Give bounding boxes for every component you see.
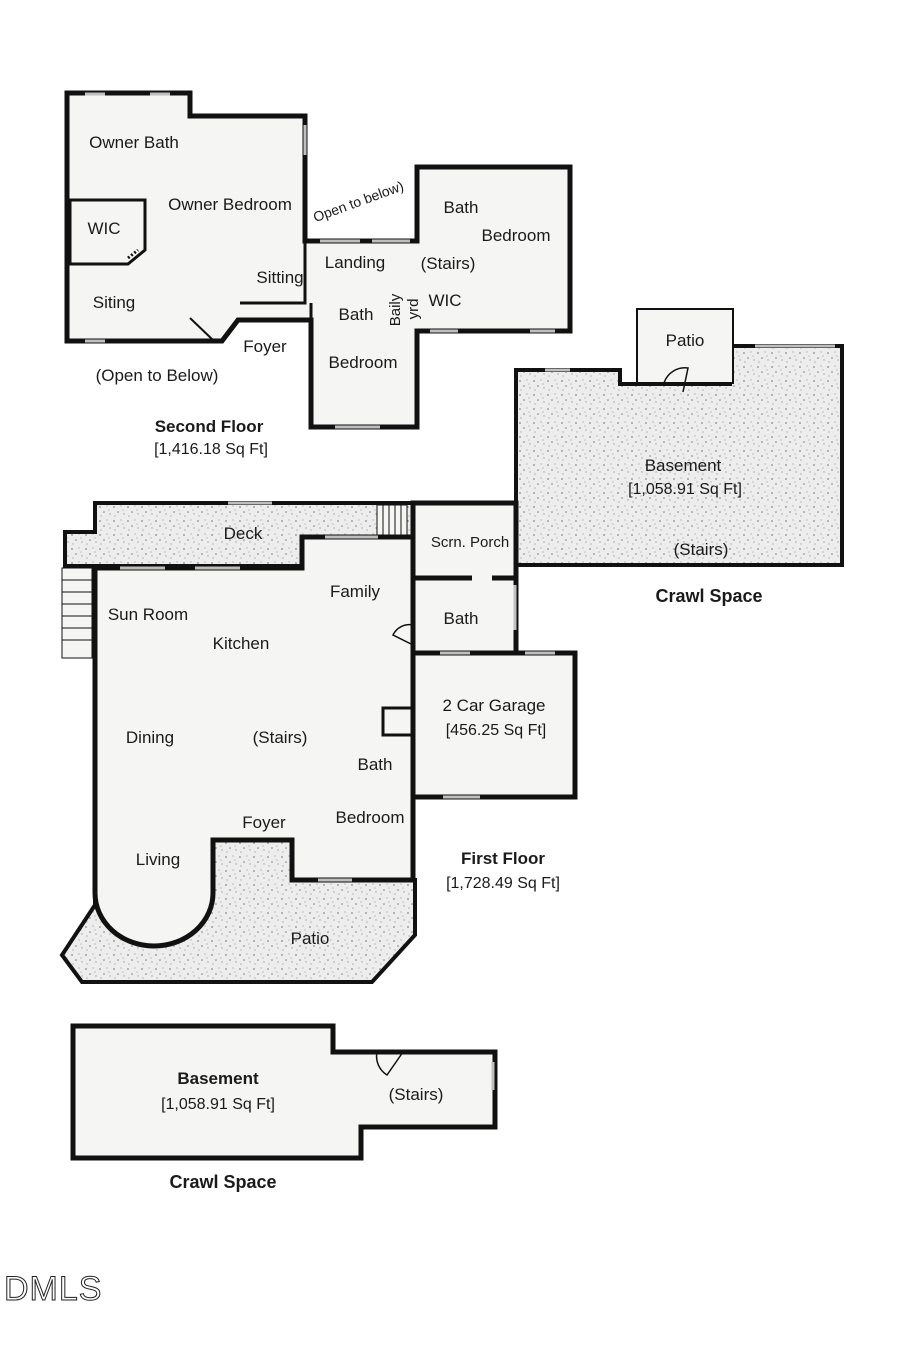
room-label-foyer-upper: Foyer (243, 337, 287, 356)
room-label-baily: Baily (387, 293, 404, 326)
room-label-sun-room: Sun Room (108, 605, 188, 624)
room-label-living: Living (136, 850, 180, 869)
door-swing-icon (189, 317, 215, 342)
room-label-family: Family (330, 582, 381, 601)
screened-porch-outline (410, 500, 519, 581)
room-label-foyer-first: Foyer (242, 813, 286, 832)
room-label-bath-first: Bath (358, 755, 393, 774)
room-label-patio-front: Patio (291, 929, 330, 948)
first-floor-plan: Deck Scrn. Porch Family Sun Room Kitchen… (59, 500, 578, 984)
room-label-bath-right: Bath (444, 198, 479, 217)
basement-right-area: [1,058.91 Sq Ft] (628, 481, 742, 498)
room-label-kitchen: Kitchen (213, 634, 270, 653)
room-label-deck: Deck (224, 524, 263, 543)
first-floor-main-outline (92, 534, 416, 949)
basement-bottom-area: [1,058.91 Sq Ft] (161, 1096, 275, 1113)
second-floor-inner-wall (240, 241, 307, 305)
second-floor-plan: Owner Bath Owner Bedroom WIC Siting Sitt… (64, 90, 573, 458)
room-label-bath-back: Bath (444, 609, 479, 628)
room-label-garage-area: [456.25 Sq Ft] (446, 722, 547, 739)
room-label-yrd: yrd (405, 299, 422, 320)
second-floor-area: [1,416.18 Sq Ft] (154, 441, 268, 458)
room-label-bedroom-first: Bedroom (336, 808, 405, 827)
room-label-wic-right: WIC (428, 291, 461, 310)
dmls-logo: DMLS (4, 1270, 102, 1308)
room-label-patio-small: Patio (666, 331, 705, 350)
room-label-owner-bath: Owner Bath (89, 133, 179, 152)
room-label-scrn-porch: Scrn. Porch (431, 534, 509, 551)
garage-outline (410, 650, 578, 800)
room-label-stairs-basement-right: (Stairs) (674, 540, 729, 559)
side-stairs-icon (61, 567, 93, 659)
deck-stairs-icon (376, 504, 408, 536)
room-label-sitting: Sitting (256, 268, 303, 287)
room-label-garage: 2 Car Garage (443, 696, 546, 715)
basement-bottom-outline (70, 1023, 498, 1161)
first-floor-area: [1,728.49 Sq Ft] (446, 875, 560, 892)
room-label-landing: Landing (325, 253, 386, 272)
room-label-siting: Siting (93, 293, 136, 312)
room-label-stairs-upper: (Stairs) (421, 254, 476, 273)
closet-wall (381, 706, 413, 737)
second-floor-title: Second Floor (155, 417, 264, 436)
basement-door-icon (375, 1051, 404, 1077)
room-label-wic-left: WIC (87, 219, 120, 238)
room-label-stairs-first: (Stairs) (253, 728, 308, 747)
basement-bottom-title: Basement (177, 1069, 259, 1088)
room-label-stairs-basement-bottom: (Stairs) (389, 1085, 444, 1104)
first-floor-title: First Floor (461, 849, 545, 868)
room-label-bedroom-center: Bedroom (329, 353, 398, 372)
basement-right-title: Basement (645, 456, 722, 475)
room-label-open-to-below: (Open to Below) (96, 366, 219, 385)
room-label-bedroom-right: Bedroom (482, 226, 551, 245)
crawl-space-caption-bottom: Crawl Space (169, 1172, 276, 1192)
second-floor-outline (64, 90, 573, 430)
room-label-dining: Dining (126, 728, 174, 747)
room-label-bath-center: Bath (339, 305, 374, 324)
basement-bottom-plan: Basement [1,058.91 Sq Ft] (Stairs) Crawl… (70, 1023, 498, 1192)
crawl-space-caption-right: Crawl Space (655, 586, 762, 606)
room-label-owner-bedroom: Owner Bedroom (168, 195, 292, 214)
patio-door-icon (663, 367, 689, 393)
basement-right-plan: Patio Basement [1,058.91 Sq Ft] (Stairs)… (514, 308, 844, 606)
room-label-open-to-below-angled: Open to below) (311, 178, 406, 226)
wic-closet-wall (68, 198, 147, 266)
